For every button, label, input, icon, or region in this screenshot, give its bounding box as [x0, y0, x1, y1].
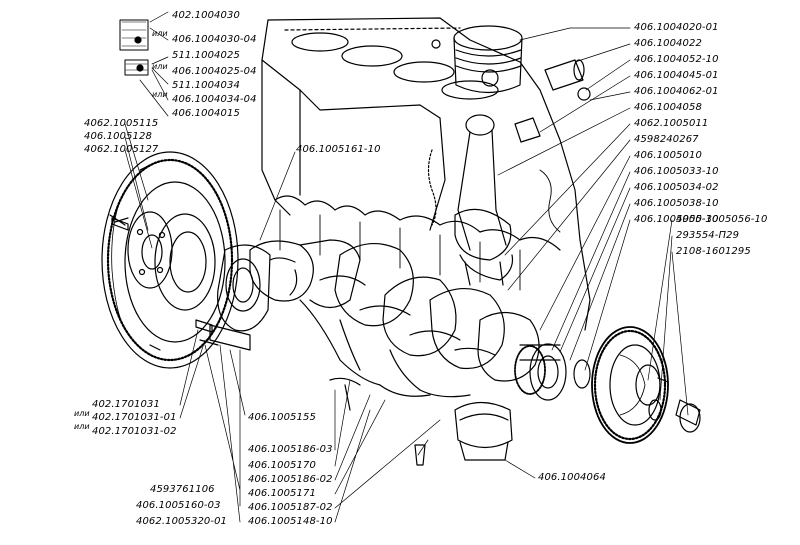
leader-lines [124, 11, 689, 523]
flywheel [101, 151, 239, 369]
label-part-406-1004015: 406.1004015 [172, 108, 240, 119]
label-part-4062-1005011: 4062.1005011 [634, 118, 709, 129]
label-part-4062-1005320-01: 4062.1005320-01 [136, 516, 227, 527]
label-or: или [74, 409, 90, 418]
label-part-402-1701031-01: 402.1701031-01 [92, 412, 177, 423]
label-part-406-1005010: 406.1005010 [634, 150, 702, 161]
label-part-406-1005161-10: 406.1005161-10 [296, 144, 381, 155]
label-part-406-1005034-02: 406.1005034-02 [634, 182, 719, 193]
label-part-406-1005186-02: 406.1005186-02 [248, 474, 333, 485]
label-part-293554-p29: 293554-П29 [676, 230, 740, 241]
label-part-406-1005160-03: 406.1005160-03 [136, 500, 221, 511]
label-part-406-1004034-04: 406.1004034-04 [172, 94, 257, 105]
label-or: или [74, 422, 90, 431]
label-part-4905-1005056-10: 4905-1005056-10 [676, 214, 768, 225]
label-part-406-1005187-02: 406.1005187-02 [248, 502, 333, 513]
oil-seal-holder [209, 244, 271, 351]
crankshaft [249, 239, 561, 398]
bolts [111, 217, 219, 346]
pulley [514, 326, 701, 444]
label-part-406-1004030-04: 406.1004030-04 [172, 34, 257, 45]
label-part-406-1005171: 406.1005171 [248, 488, 316, 499]
engine-block [261, 17, 591, 331]
label-part-406-1004020-01: 406.1004020-01 [634, 22, 719, 33]
bearing-shells [119, 19, 149, 76]
label-or: или [152, 62, 168, 71]
label-part-402-1701031: 402.1701031 [92, 399, 160, 410]
label-part-406-1004062-01: 406.1004062-01 [634, 86, 719, 97]
label-or: или [152, 90, 168, 99]
flywheel-washer [127, 211, 173, 289]
label-part-4062-1005127: 4062.1005127 [84, 144, 159, 155]
label-part-406-1004022: 406.1004022 [634, 38, 702, 49]
label-part-406-1005050-30: 406.1005050-30 [634, 214, 719, 225]
piston-pin [514, 59, 591, 143]
label-part-406-1005038-10: 406.1005038-10 [634, 198, 719, 209]
bearing-caps [329, 377, 513, 466]
label-part-511-1004034: 511.1004034 [172, 80, 240, 91]
label-part-511-1004025: 511.1004025 [172, 50, 240, 61]
label-or: или [152, 29, 168, 38]
label-part-406-1005148-10: 406.1005148-10 [248, 516, 333, 527]
connecting-rod [454, 114, 514, 286]
label-part-4593761106: 4593761106 [150, 484, 215, 495]
label-part-406-1004045-01: 406.1004045-01 [634, 70, 719, 81]
label-part-406-1005186-03: 406.1005186-03 [248, 444, 333, 455]
label-part-406-1004052-10: 406.1004052-10 [634, 54, 719, 65]
label-part-2108-1601295: 2108-1601295 [676, 246, 751, 257]
label-part-406-1004058: 406.1004058 [634, 102, 702, 113]
label-part-4062-1005115: 4062.1005115 [84, 118, 159, 129]
label-part-406-1005155: 406.1005155 [248, 412, 316, 423]
label-part-406-1004025-04: 406.1004025-04 [172, 66, 257, 77]
label-part-402-1701031-02: 402.1701031-02 [92, 426, 177, 437]
label-part-406-1005170: 406.1005170 [248, 460, 316, 471]
label-part-406-1005128: 406.1005128 [84, 131, 152, 142]
label-part-406-1004064: 406.1004064 [538, 472, 606, 483]
piston [431, 25, 523, 94]
label-part-406-1005033-10: 406.1005033-10 [634, 166, 719, 177]
label-part-4598240267: 4598240267 [634, 134, 699, 145]
label-part-402-1004030: 402.1004030 [172, 10, 240, 21]
